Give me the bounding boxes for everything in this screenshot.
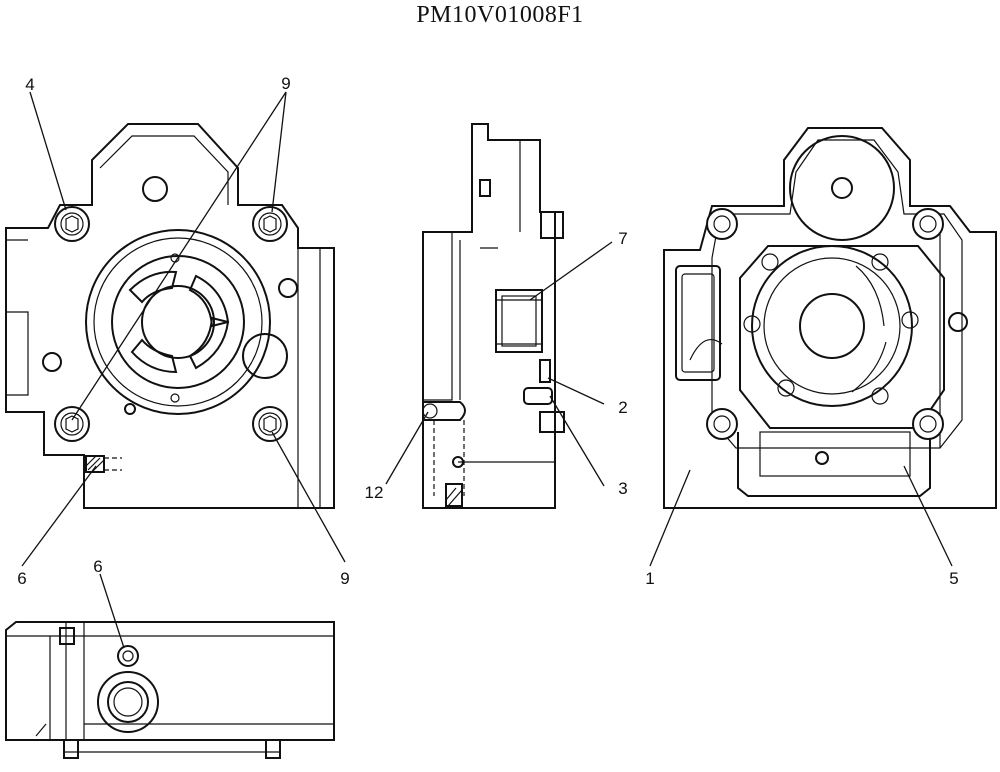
rear-view-cover [663,127,997,509]
rear-bolt-bottom-right [912,408,944,440]
callout-12: 12 [365,483,384,502]
callout-6-bottom: 6 [93,557,102,576]
leader-1 [649,469,691,567]
leader-9-b [271,91,287,213]
leader-4 [29,91,67,211]
callout-1: 1 [645,569,654,588]
callout-4: 4 [25,75,34,94]
callout-9-top: 9 [281,74,290,93]
leader-9-a [71,91,287,421]
leader-12 [385,411,429,485]
rear-bolt-bottom-left [706,408,738,440]
front-bolt-top-left [54,206,90,242]
front-bolt-bottom-left [54,406,90,442]
callout-3: 3 [618,479,627,498]
front-bolt-bottom-right [252,406,288,442]
leader-3 [549,395,605,487]
leader-7 [529,241,613,301]
front-view-housing [5,123,335,509]
leader-5 [903,465,953,567]
leader-6-b [99,573,125,649]
callout-6-front: 6 [17,569,26,588]
side-view-housing [422,123,565,509]
leader-9-c [271,431,346,563]
drawing-title: PM10V01008F1 [416,2,584,28]
leader-6-a [21,465,97,567]
rear-bolt-top-right [912,208,944,240]
callout-7: 7 [618,229,627,248]
bottom-view-housing [5,621,335,759]
callout-2: 2 [618,398,627,417]
leader-2 [547,377,605,405]
rear-bolt-top-left [706,208,738,240]
callout-9-bottom: 9 [340,569,349,588]
callout-5: 5 [949,569,958,588]
front-bolt-top-right [252,206,288,242]
